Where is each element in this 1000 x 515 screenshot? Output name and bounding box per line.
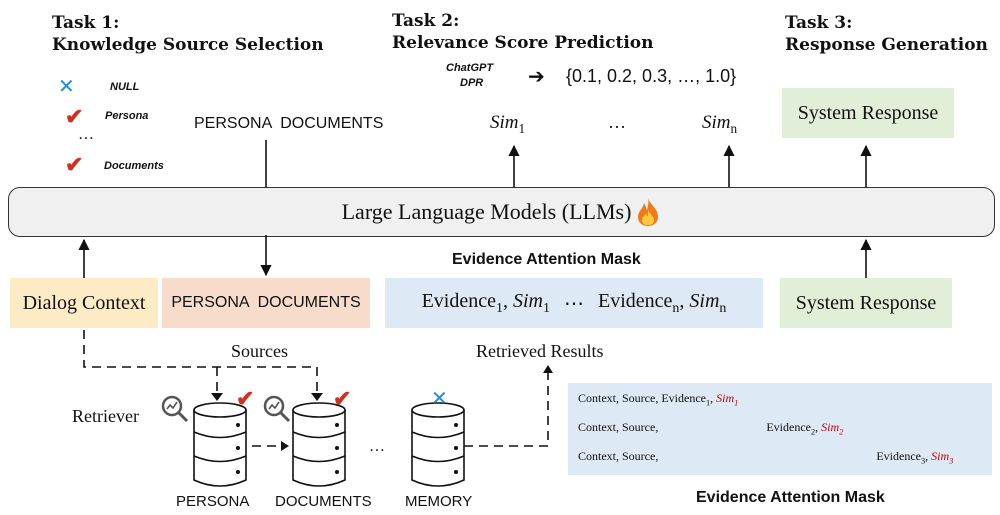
- mask-row-3: Context, Source,Evidence3, Sim3: [578, 449, 954, 466]
- llm-label: Large Language Models (LLMs): [341, 199, 632, 224]
- mask-row-1: Context, Source, Evidence1, Sim1: [578, 391, 739, 408]
- check-icon: ✔: [333, 386, 352, 411]
- option-documents: Documents: [104, 160, 164, 172]
- right-arrow-icon: ➔: [528, 64, 545, 88]
- retriever-label: Retriever: [72, 406, 139, 426]
- magnifier-icon: [263, 395, 291, 423]
- mask-row-2: Context, Source,Evidence2, Sim2: [578, 420, 844, 437]
- database-ellipsis: …: [369, 438, 385, 455]
- model-chatgpt: ChatGPT: [446, 62, 494, 74]
- magnifier-icon: [161, 395, 189, 423]
- mask-caption: Evidence Attention Mask: [696, 489, 885, 506]
- persona-database-icon: [193, 402, 247, 487]
- check-icon: ✔: [65, 104, 84, 129]
- score-set: {0.1, 0.2, 0.3, …, 1.0}: [566, 66, 737, 86]
- option-persona: Persona: [105, 110, 149, 122]
- task1-header: Task 1: Knowledge Source Selection: [52, 13, 324, 55]
- evidence-ellipsis: ⋯: [564, 292, 584, 315]
- memory-db-label: MEMORY: [405, 493, 473, 510]
- documents-db-label: DOCUMENTS: [275, 493, 372, 510]
- task2-header: Task 2: Relevance Score Prediction: [392, 11, 654, 53]
- check-icon: ✔: [65, 152, 84, 177]
- evidence-box: Evidence1, Sim1 ⋯ Evidencen, Simn: [385, 278, 763, 328]
- sim-n: Simn: [702, 112, 738, 136]
- evidence-mask-label: Evidence Attention Mask: [452, 251, 641, 268]
- persona-db-label: PERSONA: [176, 493, 250, 510]
- option-null: NULL: [110, 81, 140, 93]
- sources-label: Sources: [231, 341, 288, 361]
- dialog-context-box: Dialog Context: [10, 278, 158, 328]
- retrieved-results-label: Retrieved Results: [476, 341, 604, 361]
- llm-bar: Large Language Models (LLMs): [8, 187, 995, 237]
- cross-icon: ✕: [58, 76, 75, 98]
- sources-box: PERSONA DOCUMENTS: [162, 278, 370, 328]
- memory-database-icon: [411, 402, 465, 487]
- option-ellipsis: …: [78, 126, 94, 143]
- sim-ellipsis: …: [608, 112, 626, 132]
- cross-icon: ✕: [431, 388, 448, 410]
- system-response-input: System Response: [780, 278, 952, 328]
- system-response-output: System Response: [782, 88, 954, 138]
- documents-database-icon: [292, 402, 346, 487]
- sim-1: Sim1: [490, 112, 526, 136]
- task1-output: PERSONA DOCUMENTS: [194, 115, 384, 132]
- evidence-n: Evidencen, Simn: [598, 289, 727, 316]
- check-icon: ✔: [236, 386, 255, 411]
- task3-header: Task 3: Response Generation: [785, 13, 988, 55]
- evidence-mask-panel: Context, Source, Evidence1, Sim1 Context…: [568, 383, 992, 475]
- evidence-1: Evidence1, Sim1: [421, 289, 550, 316]
- fire-icon: [638, 198, 659, 226]
- model-dpr: DPR: [460, 77, 484, 89]
